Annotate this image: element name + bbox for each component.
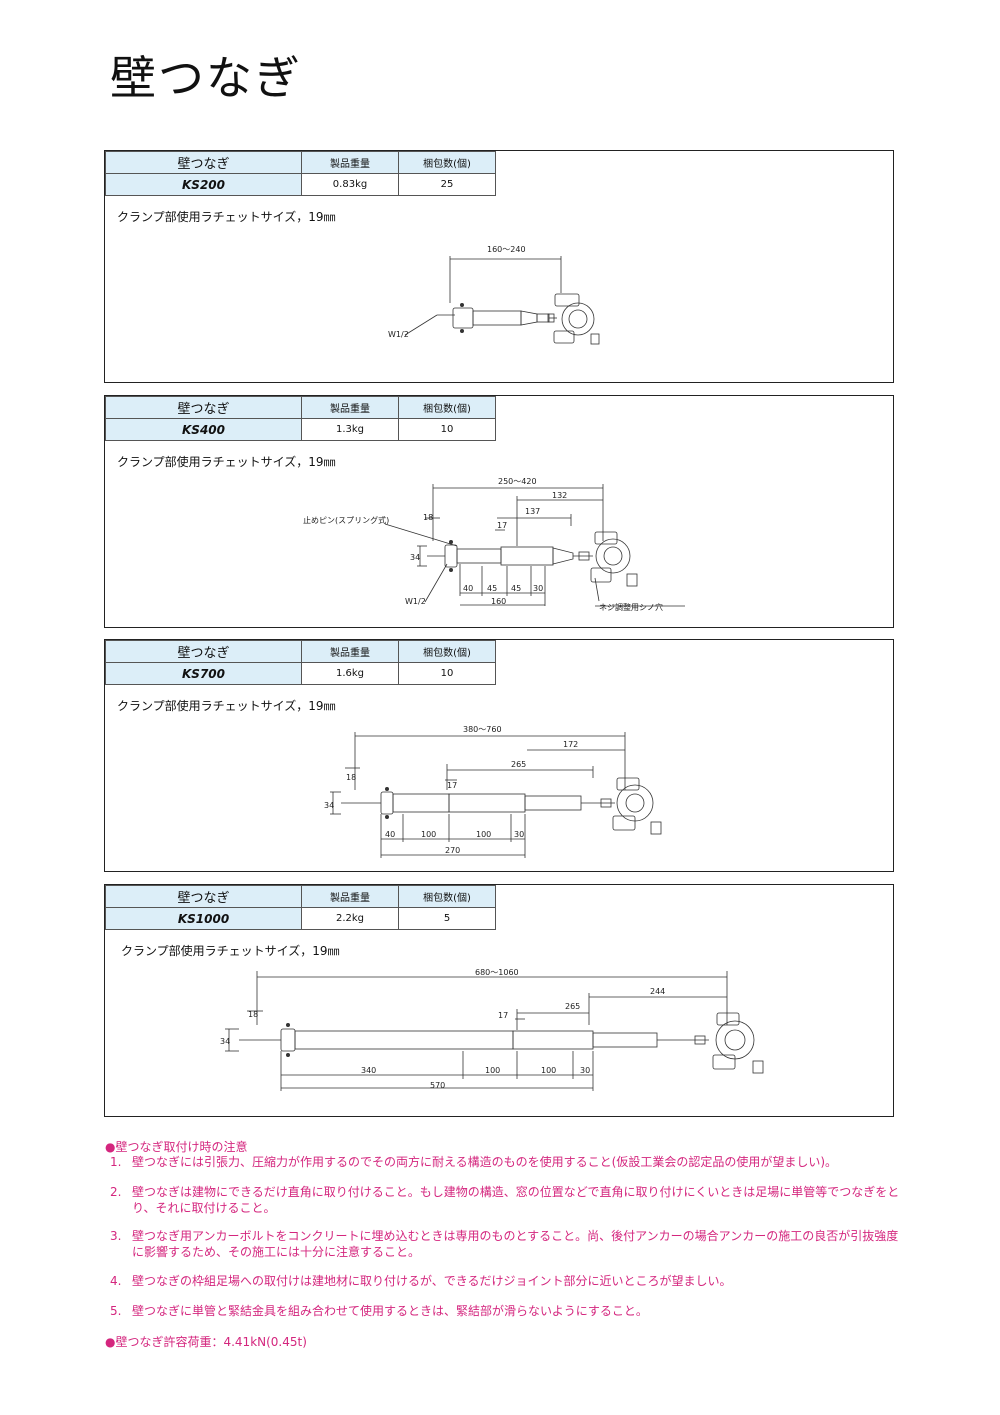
allowable-load: ●壁つなぎ許容荷重：4.41kN(0.45t)	[105, 1335, 307, 1349]
note-number: 3.	[110, 1229, 122, 1243]
product-weight: 1.3kg	[301, 418, 399, 441]
dim-40: 40	[385, 830, 395, 839]
dim-30: 30	[580, 1066, 590, 1075]
dim-total: 160～240	[487, 245, 526, 254]
page-title: 壁つなぎ	[110, 51, 302, 105]
dim-45b: 45	[511, 584, 521, 593]
spec-table: 壁つなぎ 製品重量 梱包数(個) KS200 0.83kg 25	[105, 151, 496, 196]
dim-265: 265	[565, 1002, 580, 1011]
ks200-drawing: 160～240 W1/2	[388, 245, 600, 345]
dim-340: 340	[361, 1066, 376, 1075]
dim-160: 160	[491, 597, 506, 606]
product-box-ks700: 壁つなぎ 製品重量 梱包数(個) KS700 1.6kg 10 クランプ部使用ラ…	[104, 639, 894, 872]
dim-100a: 100	[485, 1066, 500, 1075]
dim-18: 18	[346, 773, 356, 782]
dim-270: 270	[445, 846, 460, 855]
dim-265: 265	[511, 760, 526, 769]
dim-total: 250～420	[498, 477, 537, 486]
header-name: 壁つなぎ	[105, 396, 302, 419]
dim-30: 30	[514, 830, 524, 839]
note-text: 壁つなぎには引張力、圧縮力が作用するのでその両方に耐える構造のものを使用すること…	[132, 1155, 838, 1169]
dim-18: 18	[423, 513, 433, 522]
note-item: 1. 壁つなぎには引張力、圧縮力が作用するのでその両方に耐える構造のものを使用する…	[110, 1154, 910, 1170]
dim-40: 40	[463, 584, 473, 593]
header-name: 壁つなぎ	[105, 151, 302, 174]
dim-total: 380～760	[463, 725, 502, 734]
dim-100a: 100	[421, 830, 436, 839]
dim-34: 34	[220, 1037, 230, 1046]
adjust-hole-label: ネジ調整用シノ穴	[599, 602, 663, 612]
model-name: KS200	[105, 173, 302, 196]
ratchet-size-text: クランプ部使用ラチェットサイズ，19㎜	[117, 699, 336, 713]
ks400-drawing: 250～420 132 137 18 17 34 40 45 45 30 160…	[303, 477, 685, 612]
notes-heading: ●壁つなぎ取付け時の注意	[105, 1140, 248, 1154]
model-name: KS1000	[105, 907, 302, 930]
spec-table: 壁つなぎ 製品重量 梱包数(個) KS400 1.3kg 10	[105, 396, 496, 441]
dim-18: 18	[248, 1010, 258, 1019]
note-number: 5.	[110, 1304, 122, 1318]
dim-17: 17	[498, 1011, 508, 1020]
dim-100b: 100	[541, 1066, 556, 1075]
pack-count: 5	[398, 907, 496, 930]
note-number: 4.	[110, 1274, 122, 1288]
ratchet-size-text: クランプ部使用ラチェットサイズ，19㎜	[117, 455, 336, 469]
dim-244: 244	[650, 987, 665, 996]
note-text: 壁つなぎは建物にできるだけ直角に取り付けること。もし建物の構造、窓の位置などで直…	[132, 1185, 900, 1215]
dim-17: 17	[497, 521, 507, 530]
header-name: 壁つなぎ	[105, 640, 302, 663]
ratchet-size-text: クランプ部使用ラチェットサイズ，19㎜	[121, 944, 340, 958]
ratchet-size-text: クランプ部使用ラチェットサイズ，19㎜	[117, 210, 336, 224]
dim-45a: 45	[487, 584, 497, 593]
note-text: 壁つなぎの枠組足場への取付けは建地材に取り付けるが、できるだけジョイント部分に近…	[132, 1274, 732, 1288]
header-pack: 梱包数(個)	[398, 396, 496, 419]
dim-137: 137	[525, 507, 540, 516]
model-name: KS400	[105, 418, 302, 441]
note-text: 壁つなぎ用アンカーボルトをコンクリートに埋め込むときは専用のものとすること。尚、…	[132, 1229, 899, 1259]
dim-570: 570	[430, 1081, 445, 1090]
stop-pin-label: 止めピン(スプリング式)	[303, 515, 389, 525]
product-box-ks200: 壁つなぎ 製品重量 梱包数(個) KS200 0.83kg 25 クランプ部使用…	[104, 150, 894, 383]
note-number: 1.	[110, 1155, 122, 1169]
product-weight: 0.83kg	[301, 173, 399, 196]
product-weight: 2.2kg	[301, 907, 399, 930]
ks700-drawing: 380～760 172 265 18 17 34 40 100 100 30 2…	[324, 725, 662, 858]
header-weight: 製品重量	[301, 151, 399, 174]
dim-132: 132	[552, 491, 567, 500]
note-number: 2.	[110, 1185, 122, 1199]
pack-count: 10	[398, 418, 496, 441]
header-name: 壁つなぎ	[105, 885, 302, 908]
dim-total: 680～1060	[475, 968, 519, 977]
header-pack: 梱包数(個)	[398, 885, 496, 908]
spec-table: 壁つなぎ 製品重量 梱包数(個) KS1000 2.2kg 5	[105, 885, 496, 930]
product-weight: 1.6kg	[301, 662, 399, 685]
spec-table: 壁つなぎ 製品重量 梱包数(個) KS700 1.6kg 10	[105, 640, 496, 685]
dim-172: 172	[563, 740, 578, 749]
ks1000-drawing: 680～1060 244 265 18 17 34 340 100 100 30…	[220, 968, 764, 1091]
model-name: KS700	[105, 662, 302, 685]
dim-34: 34	[324, 801, 334, 810]
note-item: 5. 壁つなぎに単管と緊結金具を組み合わせて使用するときは、緊結部が滑らないように…	[110, 1303, 910, 1319]
dim-30: 30	[533, 584, 543, 593]
note-item: 3. 壁つなぎ用アンカーボルトをコンクリートに埋め込むときは専用のものとすること。…	[110, 1228, 910, 1260]
dim-100b: 100	[476, 830, 491, 839]
pack-count: 10	[398, 662, 496, 685]
note-text: 壁つなぎに単管と緊結金具を組み合わせて使用するときは、緊結部が滑らないようにする…	[132, 1304, 648, 1318]
dim-17: 17	[447, 781, 457, 790]
product-box-ks400: 壁つなぎ 製品重量 梱包数(個) KS400 1.3kg 10 クランプ部使用ラ…	[104, 395, 894, 628]
dim-thread: W1/2	[388, 330, 409, 339]
dim-34: 34	[410, 553, 420, 562]
note-item: 2. 壁つなぎは建物にできるだけ直角に取り付けること。もし建物の構造、窓の位置など…	[110, 1184, 910, 1216]
pack-count: 25	[398, 173, 496, 196]
note-item: 4. 壁つなぎの枠組足場への取付けは建地材に取り付けるが、できるだけジョイント部分…	[110, 1273, 910, 1289]
dim-thread: W1/2	[405, 597, 426, 606]
product-box-ks1000: 壁つなぎ 製品重量 梱包数(個) KS1000 2.2kg 5 クランプ部使用ラ…	[104, 884, 894, 1117]
